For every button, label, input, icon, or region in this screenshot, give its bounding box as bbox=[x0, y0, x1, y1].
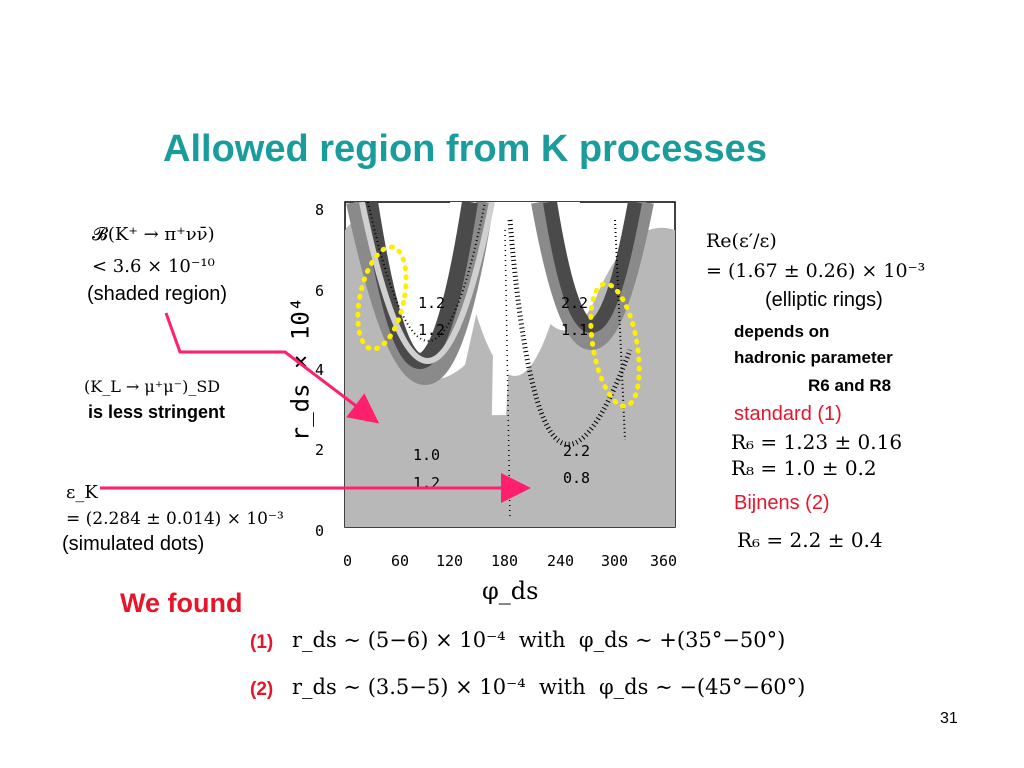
eps-value: = (2.284 ± 0.014) × 10⁻³ bbox=[66, 509, 284, 529]
found-heading: We found bbox=[120, 588, 243, 618]
plot-label: 2.2 bbox=[561, 294, 589, 312]
x-tick: 120 bbox=[436, 552, 464, 570]
result-1-number: (1) bbox=[250, 632, 274, 653]
kl-note: is less stringent bbox=[88, 402, 226, 422]
bijnens-label: Bijnens (2) bbox=[734, 492, 830, 514]
y-tick: 4 bbox=[315, 361, 325, 379]
bk-note: (shaded region) bbox=[87, 283, 228, 305]
y-tick: 2 bbox=[315, 441, 325, 459]
standard-label: standard (1) bbox=[734, 403, 842, 425]
x-tick: 240 bbox=[547, 552, 575, 570]
plot-label: 1.1 bbox=[561, 321, 589, 339]
re-formula: Re(ε′/ε) bbox=[706, 230, 777, 252]
dependency-line-2: hadronic parameter bbox=[734, 348, 893, 367]
eps-formula: ε_K bbox=[66, 482, 98, 503]
x-tick: 300 bbox=[601, 552, 629, 570]
bk-formula: 𝓑(K⁺ → π⁺νν̄) bbox=[92, 224, 215, 245]
re-value: = (1.67 ± 0.26) × 10⁻³ bbox=[706, 260, 926, 282]
r6-bijnens: R₆ = 2.2 ± 0.4 bbox=[737, 528, 883, 552]
r6-standard: R₆ = 1.23 ± 0.16 bbox=[731, 430, 903, 454]
plot-label: 1.2 bbox=[418, 294, 446, 312]
plot-label: 1.2 bbox=[418, 321, 446, 339]
re-note: (elliptic rings) bbox=[765, 289, 883, 311]
plot-label: 2.2 bbox=[563, 442, 591, 460]
bk-bound: < 3.6 × 10⁻¹⁰ bbox=[92, 256, 215, 277]
plot-label: 1.0 bbox=[413, 446, 441, 464]
x-tick: 0 bbox=[343, 552, 353, 570]
y-tick: 6 bbox=[315, 282, 325, 300]
x-tick: 60 bbox=[391, 552, 410, 570]
page-number: 31 bbox=[940, 710, 958, 727]
x-tick: 180 bbox=[491, 552, 519, 570]
x-axis-label: φ_ds bbox=[482, 577, 539, 605]
y-tick: 0 bbox=[315, 522, 325, 540]
slide-title: Allowed region from K processes bbox=[163, 128, 767, 170]
y-tick: 8 bbox=[315, 201, 325, 219]
result-1-text: r_ds ∼ (5−6) × 10⁻⁴ with φ_ds ∼ +(35°−50… bbox=[292, 628, 786, 652]
plot-label: 0.8 bbox=[563, 469, 591, 487]
kl-formula: (K_L → μ⁺μ⁻)_SD bbox=[84, 377, 221, 396]
allowed-region-plot bbox=[344, 201, 676, 528]
eps-note: (simulated dots) bbox=[62, 533, 205, 555]
x-tick: 360 bbox=[650, 552, 678, 570]
r8-standard: R₈ = 1.0 ± 0.2 bbox=[731, 456, 877, 480]
dependency-line-1: depends on bbox=[734, 322, 830, 341]
result-2-text: r_ds ∼ (3.5−5) × 10⁻⁴ with φ_ds ∼ −(45°−… bbox=[292, 675, 806, 699]
dependency-line-3: R6 and R8 bbox=[808, 376, 892, 395]
result-2-number: (2) bbox=[250, 679, 274, 700]
